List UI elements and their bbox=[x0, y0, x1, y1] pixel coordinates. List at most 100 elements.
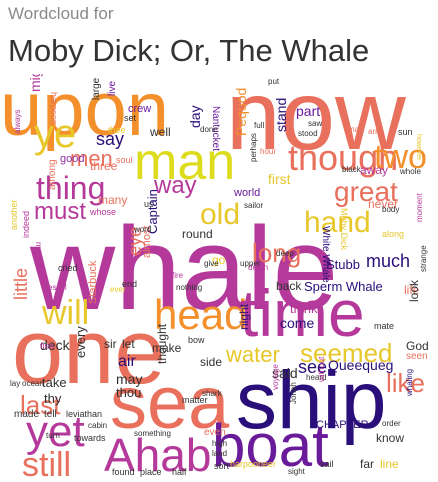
word-well: well bbox=[150, 125, 171, 139]
word-make: make bbox=[152, 341, 182, 355]
word-thing: thing bbox=[36, 170, 106, 206]
header: Wordcloud for Moby Dick; Or, The Whale bbox=[8, 4, 434, 70]
word-something: something bbox=[134, 429, 171, 438]
word-live: live bbox=[107, 80, 118, 96]
word-cabin: cabin bbox=[88, 421, 108, 430]
word-long: long bbox=[252, 238, 302, 268]
word-starbuck: Starbuck bbox=[87, 260, 99, 304]
word-thy: thy bbox=[44, 391, 62, 406]
word-nothing: nothing bbox=[176, 283, 203, 292]
word-many: many bbox=[98, 193, 128, 207]
word-made: made bbox=[14, 409, 40, 420]
word-men: men bbox=[70, 146, 113, 171]
word-fish: fish bbox=[40, 341, 55, 351]
word-sperm-whale: Sperm Whale bbox=[304, 279, 383, 294]
word-old: old bbox=[200, 198, 241, 231]
word-look: look bbox=[407, 279, 421, 302]
word-two: two bbox=[374, 138, 427, 176]
word-place: place bbox=[140, 467, 162, 477]
word-fire: fire bbox=[172, 271, 184, 280]
word-like: like bbox=[386, 368, 426, 398]
word-away: away bbox=[360, 163, 389, 177]
word-must: must bbox=[34, 198, 87, 225]
word-every: every bbox=[73, 326, 88, 358]
word-ocean: ocean bbox=[22, 379, 44, 388]
word-time: time bbox=[240, 276, 365, 350]
word-bow: bow bbox=[188, 335, 205, 345]
word-among: among bbox=[47, 159, 58, 190]
word-go: go bbox=[212, 253, 226, 267]
word-towards: towards bbox=[74, 433, 106, 443]
word-leviathan: leviathan bbox=[66, 409, 103, 419]
word-life: life bbox=[404, 283, 420, 297]
word-water: water bbox=[226, 342, 280, 367]
word-thee: thee bbox=[108, 125, 126, 135]
word-yet: yet bbox=[26, 407, 85, 456]
word-last: last bbox=[20, 390, 61, 420]
word-sail: sail bbox=[320, 459, 334, 469]
word-along: along bbox=[382, 229, 405, 239]
word-always: always bbox=[13, 109, 22, 134]
word-round: round bbox=[182, 227, 213, 241]
word-whose: whose bbox=[90, 207, 117, 217]
word-done: done bbox=[200, 125, 218, 134]
word-seen: seen bbox=[406, 351, 428, 362]
word-however: however bbox=[415, 134, 422, 161]
word-whole: whole bbox=[400, 167, 421, 176]
word-sort: sort bbox=[214, 461, 230, 471]
word-see: see bbox=[298, 357, 328, 377]
word-little: little bbox=[11, 267, 31, 300]
word-black: black bbox=[342, 165, 361, 174]
word-white-whale: White Whale bbox=[320, 226, 331, 283]
word-another: another bbox=[9, 199, 19, 230]
word-crew: crew bbox=[128, 103, 152, 115]
word-three: three bbox=[90, 159, 118, 173]
subtitle: Wordcloud for bbox=[8, 4, 114, 23]
word-moment: moment bbox=[415, 193, 424, 222]
word-let: let bbox=[122, 337, 135, 351]
word-night: night bbox=[237, 303, 251, 330]
word-chapter: CHAPTER bbox=[316, 419, 369, 431]
word-queequeg: Queequeg bbox=[328, 357, 394, 373]
word-know: know bbox=[376, 431, 405, 445]
word-air: air bbox=[118, 353, 136, 370]
word-upper: upper bbox=[240, 259, 261, 268]
word-perhaps: perhaps bbox=[249, 133, 258, 162]
word-back: back bbox=[276, 279, 302, 293]
word-first: first bbox=[268, 171, 291, 187]
word-said: said bbox=[272, 365, 298, 381]
word-stubb: Stubb bbox=[326, 257, 360, 272]
word-mate: mate bbox=[374, 321, 395, 331]
word-found: found bbox=[112, 467, 135, 477]
word-man: man bbox=[134, 133, 236, 191]
word-ship: ship bbox=[236, 355, 387, 446]
word-head: head bbox=[154, 291, 248, 338]
word-far: far bbox=[360, 457, 375, 471]
word-much: much bbox=[366, 251, 411, 271]
word-small: small bbox=[344, 125, 363, 134]
word-sea: sea bbox=[110, 361, 230, 444]
word-death: death bbox=[248, 263, 269, 272]
word-one: one bbox=[12, 301, 166, 403]
word-word: word bbox=[134, 225, 152, 234]
word-will: will bbox=[42, 294, 90, 332]
word-though: though bbox=[288, 137, 399, 178]
word-tell: tell bbox=[44, 409, 57, 420]
word-land: land bbox=[212, 449, 228, 458]
word-indeed: indeed bbox=[21, 210, 31, 238]
page-title: Moby Dick; Or, The Whale bbox=[8, 33, 370, 68]
word-god: God bbox=[406, 339, 429, 353]
word-full: full bbox=[254, 121, 265, 130]
word-say: say bbox=[96, 129, 125, 149]
word-voyage: voyage bbox=[271, 364, 280, 390]
word-soul: soul bbox=[116, 155, 133, 165]
word-come: come bbox=[280, 315, 315, 331]
word-good: good bbox=[60, 153, 85, 165]
word-end: end bbox=[122, 279, 138, 289]
word-ahab: Ahab bbox=[104, 429, 212, 480]
word-turn: turn bbox=[46, 431, 60, 440]
word-saw: saw bbox=[308, 119, 323, 128]
word-without: without bbox=[317, 356, 326, 382]
word-sun: sun bbox=[398, 127, 413, 137]
word-high: high bbox=[212, 439, 228, 448]
